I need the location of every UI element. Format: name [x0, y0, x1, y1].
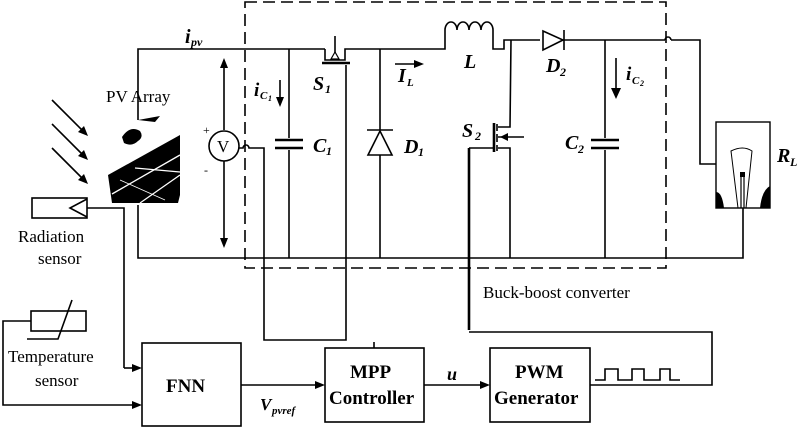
- converter-boundary: [244, 1, 667, 269]
- diode-d1: [366, 49, 394, 258]
- ic2-label: i: [626, 64, 632, 85]
- voltmeter: V + -: [203, 58, 347, 341]
- minus-sign: -: [204, 163, 208, 177]
- switch-s2: [467, 39, 524, 330]
- pv-array-icon: [108, 116, 181, 204]
- voltmeter-label: V: [217, 137, 230, 156]
- il-label: I: [397, 65, 407, 87]
- pwm-label-1: PWM: [515, 362, 564, 383]
- inductor-l: [430, 21, 540, 50]
- sunlight-arrows-icon: [51, 99, 88, 184]
- wire-pwm-feedback: [469, 331, 713, 386]
- d2-subscript: 2: [559, 65, 566, 79]
- c1-label: C: [313, 135, 327, 157]
- pwm-waveform-icon: [595, 368, 680, 381]
- ic1-label: i: [254, 80, 260, 101]
- c2-subscript: 2: [577, 142, 584, 156]
- s2-label: S: [462, 120, 473, 142]
- fnn-label: FNN: [166, 376, 205, 397]
- mpp-controller-block: [324, 347, 425, 423]
- rl-label: R: [776, 145, 790, 167]
- ic1-subsubscript: 1: [268, 94, 272, 103]
- rl-subscript: L: [789, 155, 797, 169]
- ipv-subscript: pv: [190, 35, 203, 49]
- pwm-label-2: Generator: [494, 388, 579, 409]
- ic2-subscript: C: [632, 75, 640, 87]
- s1-label: S: [313, 73, 324, 95]
- mpp-label-2: Controller: [329, 388, 415, 409]
- d1-subscript: 1: [418, 145, 424, 159]
- switch-s1: [322, 36, 430, 258]
- load-lamp-icon: [715, 121, 771, 209]
- pv-array-label: PV Array: [106, 87, 171, 106]
- s2-subscript: 2: [474, 129, 481, 143]
- temperature-sensor: [2, 299, 142, 409]
- fnn-block: [141, 342, 242, 427]
- temperature-sensor-label-1: Temperature: [8, 347, 94, 366]
- inductor-label: L: [463, 51, 476, 73]
- converter-label: Buck-boost converter: [483, 283, 630, 302]
- capacitor-c1: [275, 49, 303, 258]
- mpp-label-1: MPP: [350, 362, 392, 383]
- pwm-generator-block: [489, 347, 591, 423]
- diode-d2: [542, 29, 716, 165]
- d2-label: D: [545, 55, 560, 77]
- radiation-sensor-label-2: sensor: [38, 249, 82, 268]
- ic2-subsubscript: 2: [639, 79, 644, 88]
- il-arrow-icon: [395, 60, 424, 68]
- radiation-sensor-label-1: Radiation: [18, 227, 85, 246]
- vpvref-subscript: pvref: [271, 405, 297, 417]
- radiation-sensor: [31, 197, 142, 372]
- d1-label: D: [403, 136, 418, 158]
- c1-subscript: 1: [326, 144, 332, 158]
- u-label: u: [447, 364, 457, 384]
- ipv-label: i: [185, 26, 191, 48]
- temperature-sensor-label-2: sensor: [35, 371, 79, 390]
- wire-bottom: [137, 205, 744, 259]
- plus-sign: +: [203, 123, 210, 137]
- capacitor-c2: [591, 40, 619, 258]
- wire-top-left: [137, 48, 325, 120]
- c2-label: C: [565, 132, 579, 154]
- vpvref-label: V: [260, 395, 273, 414]
- il-subscript: L: [406, 77, 414, 89]
- ic1-subscript: C: [260, 90, 268, 102]
- ic2-arrow-icon: [611, 58, 621, 99]
- ic1-arrow-icon: [276, 80, 284, 107]
- s1-subscript: 1: [325, 82, 331, 96]
